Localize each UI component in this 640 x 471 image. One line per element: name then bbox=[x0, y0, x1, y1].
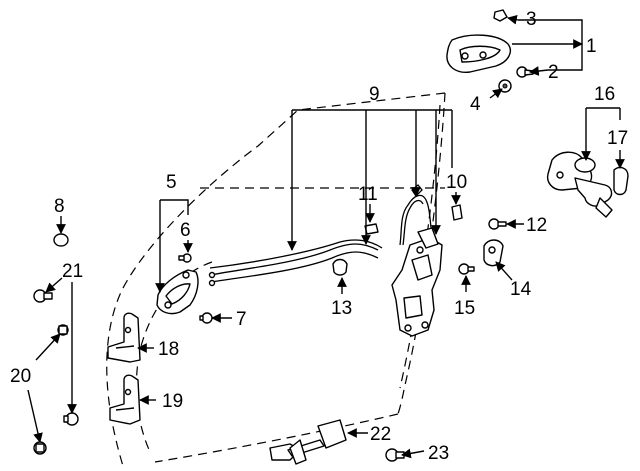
screw-part-12 bbox=[488, 218, 507, 230]
callout-18: 18 bbox=[158, 339, 179, 360]
leader-lines bbox=[27, 14, 625, 459]
callout-7: 7 bbox=[236, 309, 247, 330]
bolt-part-21 bbox=[33, 289, 79, 426]
door-check-part bbox=[269, 419, 347, 465]
bolt-part-20 bbox=[33, 324, 69, 455]
callout-labels: 1 2 3 4 5 6 7 8 9 10 11 12 13 14 15 16 1… bbox=[10, 9, 628, 464]
control-rods-part bbox=[208, 184, 433, 287]
callout-10: 10 bbox=[446, 172, 467, 193]
screw-part-15 bbox=[458, 263, 475, 275]
callout-13: 13 bbox=[331, 298, 352, 319]
door-outline bbox=[106, 92, 446, 467]
clip-part-3 bbox=[493, 9, 508, 22]
callout-1: 1 bbox=[586, 36, 597, 57]
striker-part-14 bbox=[483, 239, 504, 267]
callout-6: 6 bbox=[180, 220, 191, 241]
screw-part-6 bbox=[178, 253, 192, 263]
lock-cylinder-part bbox=[546, 151, 613, 218]
callout-16: 16 bbox=[594, 84, 615, 105]
callout-19: 19 bbox=[162, 391, 183, 412]
lower-hinge-part bbox=[109, 374, 141, 425]
callout-23: 23 bbox=[428, 443, 449, 464]
inside-handle-part bbox=[156, 269, 199, 315]
plug-part-8 bbox=[53, 233, 69, 247]
callout-20: 20 bbox=[10, 366, 31, 387]
callout-14: 14 bbox=[510, 279, 532, 300]
callout-2: 2 bbox=[548, 62, 559, 83]
callout-3: 3 bbox=[526, 9, 537, 30]
screw-part-7 bbox=[199, 312, 213, 324]
bolt-part-23 bbox=[385, 448, 405, 462]
callout-22: 22 bbox=[370, 424, 391, 445]
callout-11: 11 bbox=[358, 184, 378, 205]
callout-17: 17 bbox=[607, 128, 628, 149]
callout-21: 21 bbox=[62, 261, 83, 282]
callout-12: 12 bbox=[526, 215, 547, 236]
callout-4: 4 bbox=[470, 94, 481, 115]
rod-clip-part-11 bbox=[364, 223, 379, 235]
rod-clip-part-10 bbox=[451, 204, 463, 221]
lock-clip-part-17 bbox=[613, 166, 629, 196]
callout-8: 8 bbox=[54, 196, 65, 217]
rod-connector-part-13 bbox=[332, 258, 348, 276]
callout-5: 5 bbox=[166, 172, 177, 193]
outside-handle-part bbox=[446, 34, 512, 73]
callout-15: 15 bbox=[454, 298, 475, 319]
upper-hinge-part bbox=[107, 312, 141, 363]
callout-9: 9 bbox=[369, 84, 380, 105]
